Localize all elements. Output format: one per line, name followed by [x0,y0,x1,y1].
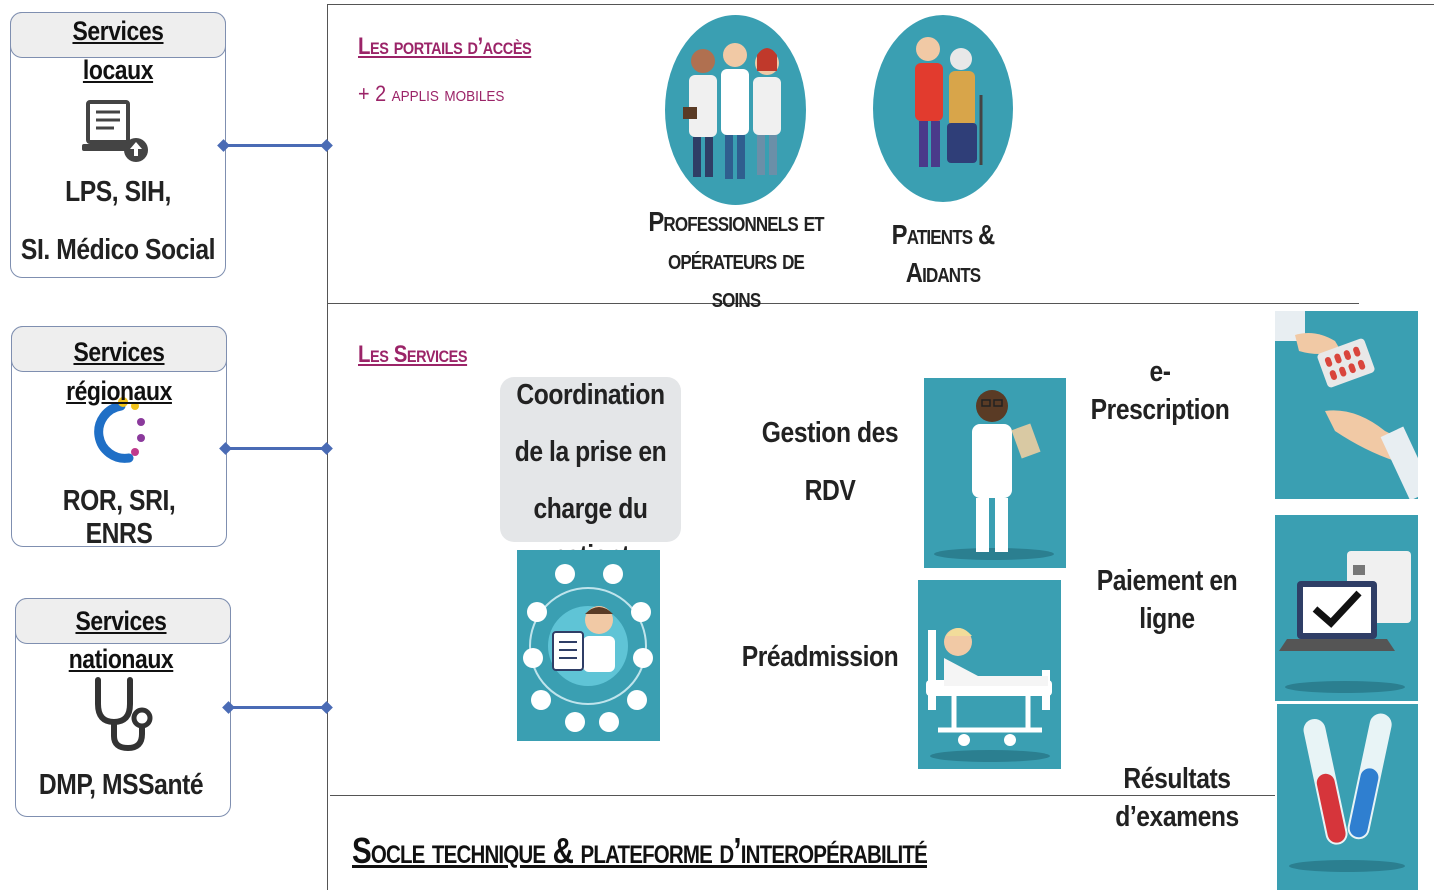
coordination-label-box [500,377,681,542]
appointments-label: Gestion des RDV [745,404,915,520]
services-footer-divider [330,795,1275,796]
regional-services-header [11,326,227,372]
appointments-line-2: RDV [804,475,856,507]
patients-caption-line-2: Aidants [905,257,981,288]
regional-connector-end [320,442,333,455]
coordination-label: Coordination de la prise en charge du pa… [497,367,685,571]
stethoscope-icon [90,676,160,754]
mobile-apps-note: + 2 applis mobiles [358,81,505,106]
exam-results-line-1: Résultats [1123,763,1231,795]
professionals-caption-line-1: Professionnels et [648,206,824,237]
computer-icon [82,98,152,166]
professionals-caption-line-2: opérateurs de [668,244,805,275]
local-connector-line [224,144,328,147]
local-services-systems-1: LPS, SIH, [65,176,171,208]
regional-services-title-2: régionaux [66,376,172,406]
coordination-line-3: charge du [533,493,648,525]
national-connector-line [229,706,328,709]
top-border-line [327,4,1434,5]
preadmission-label: Préadmission [741,641,899,673]
regional-services-systems: ROR, SRI, ENRS [62,485,176,550]
professionals-illustration [665,15,806,205]
portals-services-divider [327,303,1359,304]
local-services-header [10,12,226,58]
coordination-illustration [517,550,660,741]
patients-caption-line-1: Patients & [891,219,995,250]
local-connector-end [320,139,333,152]
local-services-title: Services [72,16,164,46]
eprescription-line-2: Prescription [1090,394,1230,426]
local-services-title-2: locaux [82,55,154,85]
regional-logo-icon [91,392,151,468]
regional-connector-line [225,447,328,450]
coordination-line-1: Coordination [516,379,665,411]
professionals-caption: Professionnels et opérateurs de soins [634,203,838,317]
coordination-line-2: de la prise en [514,436,667,468]
regional-services-title: Services [73,337,165,367]
test-tubes-illustration [1277,704,1418,890]
eprescription-label: e- Prescription [1084,353,1237,429]
eprescription-line-1: e- [1149,356,1171,388]
exam-results-line-2: d’examens [1115,801,1239,833]
national-connector-end [320,701,333,714]
appointments-line-1: Gestion des [761,417,899,449]
services-section-title: Les Services [358,341,468,368]
doctor-illustration [924,378,1066,568]
local-services-systems-2: SI. Médico Social [20,234,216,266]
patients-caption: Patients & Aidants [858,216,1028,292]
exam-results-label: Résultats d’examens [1092,760,1262,836]
hospital-bed-illustration [918,580,1061,769]
online-payment-illustration [1275,515,1418,701]
national-services-title-2: nationaux [68,644,174,674]
national-services-header [15,598,231,644]
payment-label: Paiement en ligne [1082,562,1252,638]
national-services-systems: DMP, MSSanté [38,769,204,801]
pills-hand-illustration [1275,311,1418,499]
technical-platform-title: Socle technique & plateforme d’interopér… [352,830,928,871]
patients-illustration [873,15,1013,202]
national-services-title: Services [75,606,167,636]
payment-line-2: ligne [1139,603,1195,635]
portals-section-title: Les portails d’accès [358,33,532,60]
professionals-caption-line-3: soins [711,282,762,313]
payment-line-1: Paiement en [1096,565,1238,597]
